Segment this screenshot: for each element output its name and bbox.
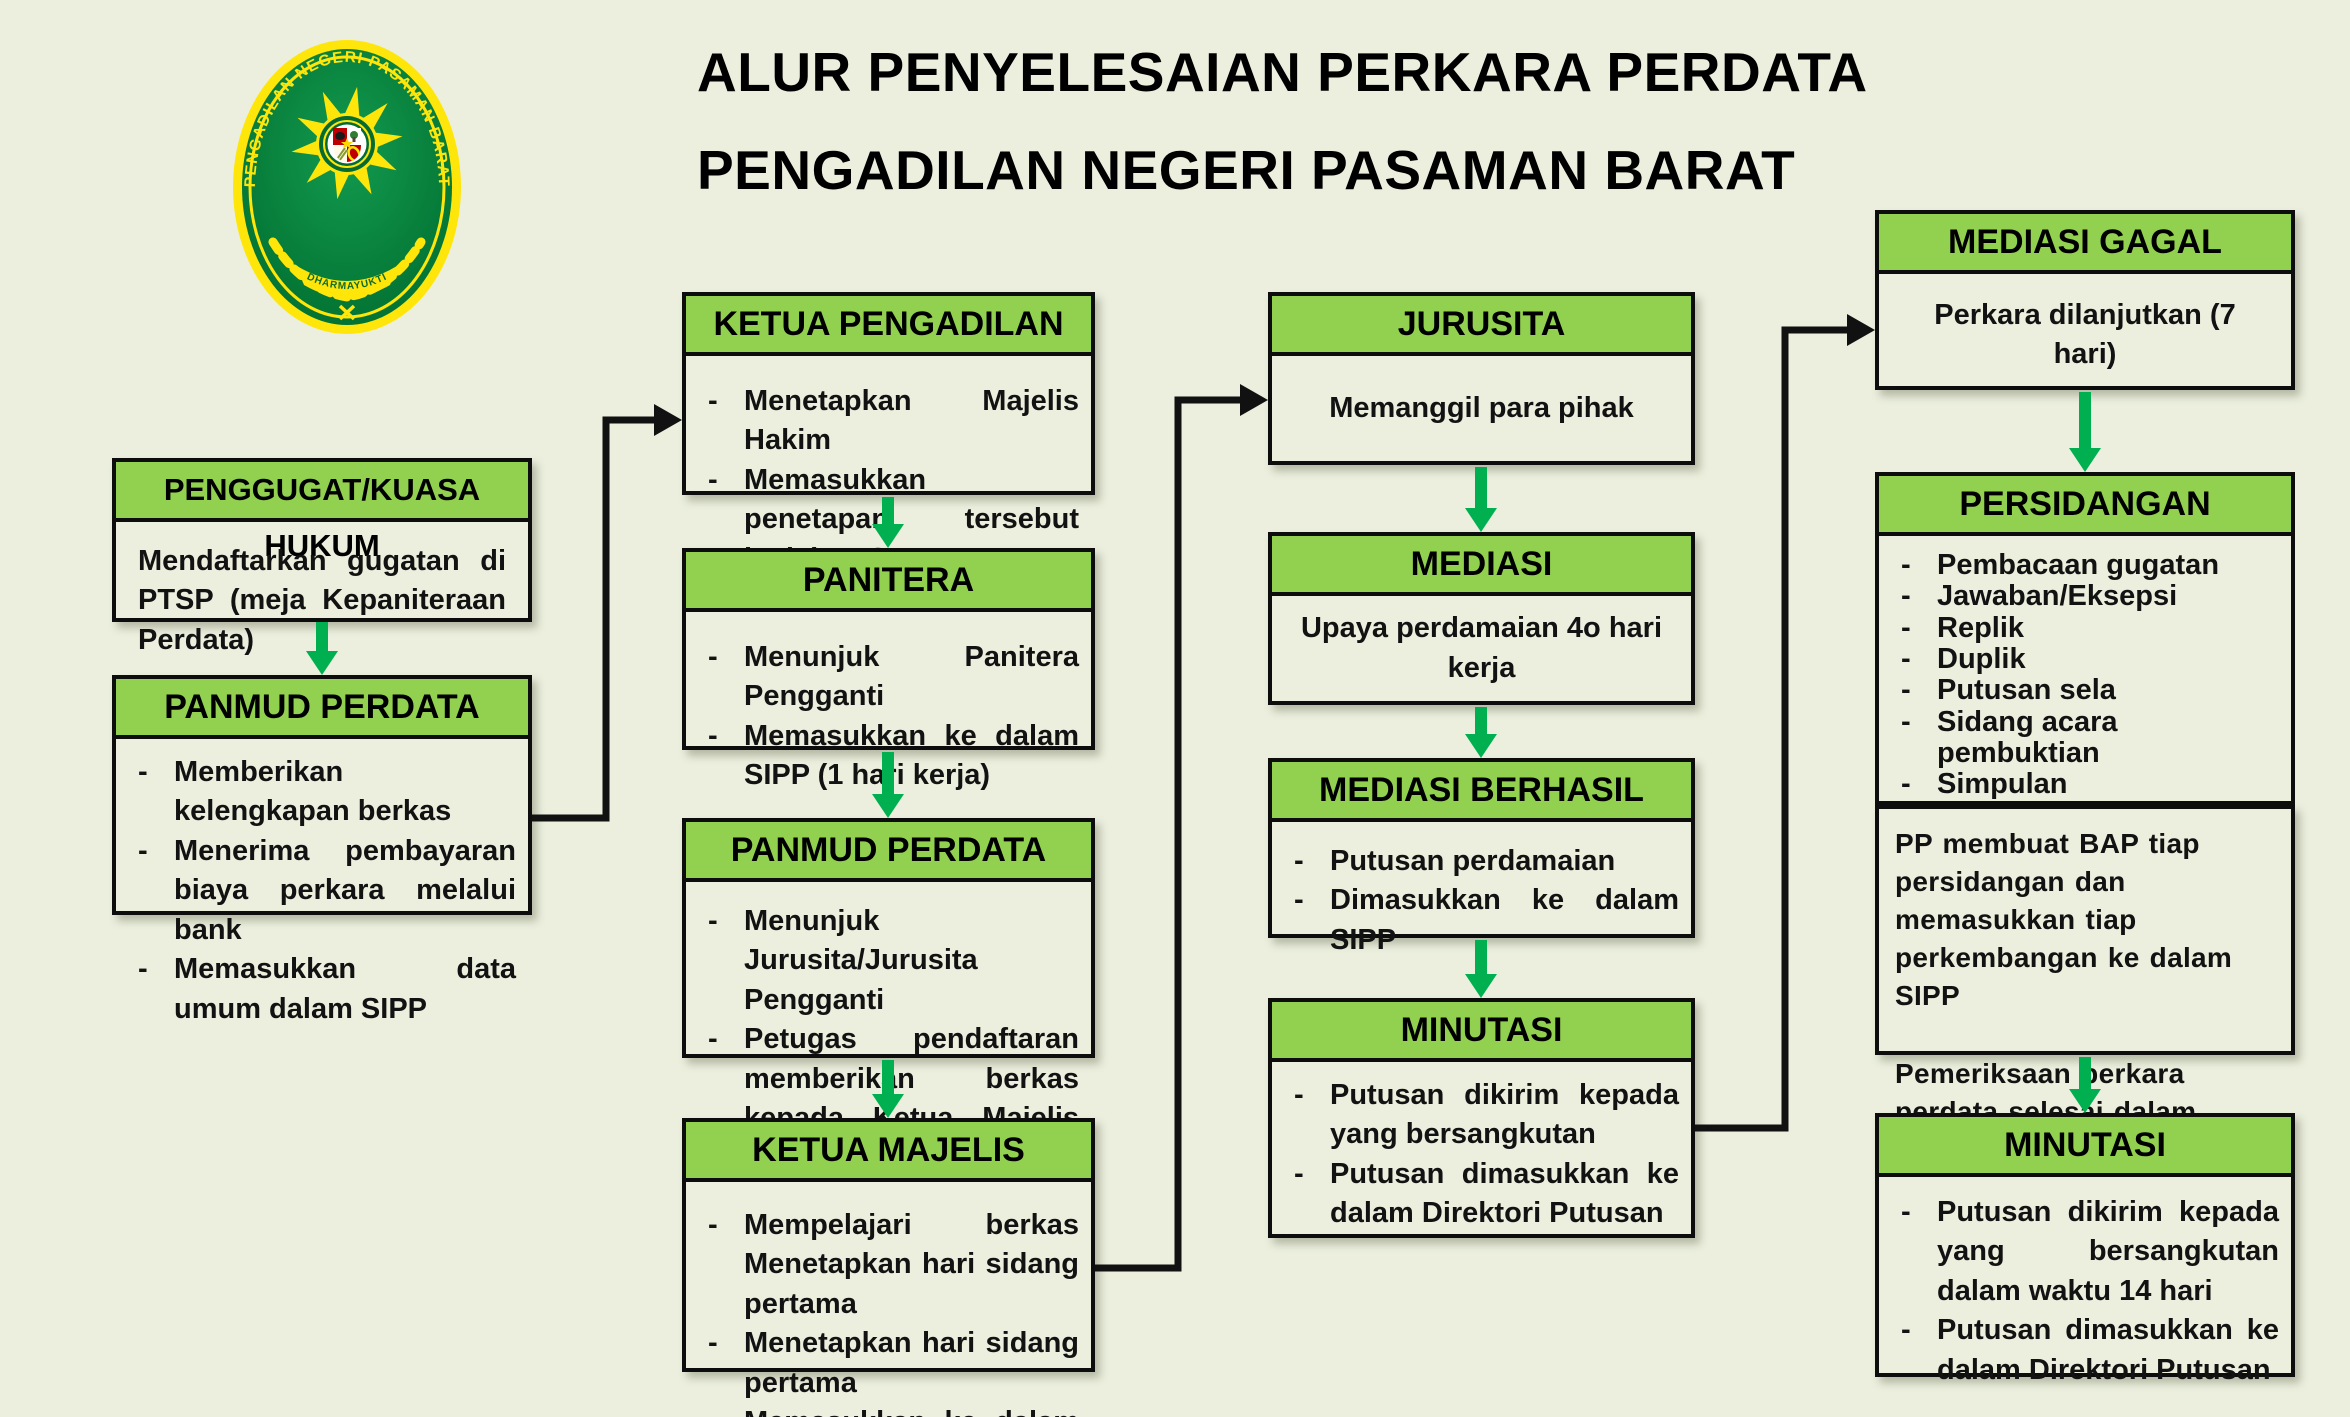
seal-cross <box>338 304 356 321</box>
node-panmud-perdata-mid: PANMUD PERDATA Menunjuk Jurusita/Jurusit… <box>682 818 1095 1174</box>
node-minutasi-mid-title: MINUTASI <box>1272 1002 1691 1062</box>
green-down-arrows <box>306 392 2101 1118</box>
node-minutasi-mid: MINUTASI Putusan dikirim kepada yang ber… <box>1268 998 1695 1238</box>
page-title-line1: ALUR PENYELESAIAN PERKARA PERDATA <box>697 41 1868 103</box>
arrowhead-right-icon <box>1240 384 1268 416</box>
list-item: Putusan dimasukkan ke dalam Direktori Pu… <box>1891 1311 2279 1390</box>
list-item: Replik <box>1891 612 2279 644</box>
list-item: Memasukkan data umum dalam SIPP <box>128 950 516 1029</box>
arrow-mediasi-to-mediasi-berhasil <box>1465 707 1497 758</box>
node-mediasi-gagal-title: MEDIASI GAGAL <box>1879 214 2291 274</box>
node-mediasi-title: MEDIASI <box>1272 536 1691 596</box>
list-item: Dimasukkan ke dalam SIPP <box>1284 881 1679 960</box>
arrowhead-right-icon <box>654 404 682 436</box>
node-persidangan-title: PERSIDANGAN <box>1879 476 2291 536</box>
node-jurusita-body: Memanggil para pihak <box>1329 391 1634 424</box>
node-mediasi-berhasil-title: MEDIASI BERHASIL <box>1272 762 1691 822</box>
connector-ketua-majelis-to-jurusita <box>1095 396 1244 1272</box>
node-ketua-pengadilan: KETUA PENGADILAN Menetapkan Majelis Haki… <box>682 292 1095 575</box>
page-title-line2: PENGADILAN NEGERI PASAMAN BARAT <box>697 139 1796 201</box>
list-item: Menetapkan hari sidang pertama <box>698 1324 1079 1403</box>
arrow-mediasi-gagal-to-persidangan <box>2069 392 2101 472</box>
node-penggugat-title: PENGGUGAT/KUASA HUKUM <box>116 462 528 563</box>
node-panmud-left-title: PANMUD PERDATA <box>116 679 528 739</box>
list-item: Memberikan kelengkapan berkas <box>128 753 516 832</box>
seal-banner <box>297 266 397 298</box>
list-item: Putusan dimasukkan ke dalam Direktori Pu… <box>1284 1155 1679 1234</box>
list-item: Mempelajari berkas Menetapkan hari sidan… <box>698 1206 1079 1324</box>
list-item: Duplik <box>1891 643 2279 675</box>
node-mediasi-gagal-body: Perkara dilanjutkan (7 hari) <box>1934 299 2236 371</box>
node-panitera: PANITERA Menunjuk Panitera Pengganti Mem… <box>682 548 1095 791</box>
node-persidangan: PERSIDANGAN Pembacaan gugatan Jawaban/Ek… <box>1875 472 2295 831</box>
list-item: Menerima pembayaran biaya perkara melalu… <box>128 832 516 950</box>
node-panmud-perdata-left: PANMUD PERDATA Memberikan kelengkapan be… <box>112 675 532 1025</box>
persidangan-note-1: PP membuat BAP tiap persidangan dan mema… <box>1895 828 2233 1012</box>
arrowhead-right-icon <box>1847 314 1875 346</box>
connector-panmud-to-ketua-pengadilan <box>532 416 658 822</box>
node-ketua-pengadilan-title: KETUA PENGADILAN <box>686 296 1091 356</box>
node-minutasi-right-title: MINUTASI <box>1879 1117 2291 1177</box>
list-item: Menunjuk Panitera Pengganti <box>698 638 1079 717</box>
list-item: Memasukkan ke dalam SIPP (1 hari kerja) <box>698 717 1079 796</box>
node-panitera-title: PANITERA <box>686 552 1091 612</box>
node-persidangan-notes: PP membuat BAP tiap persidangan dan mema… <box>1875 805 2295 1166</box>
list-item: Jawaban/Eksepsi <box>1891 580 2279 612</box>
list-item: Memasukkan ke dalam SIPP <box>698 1403 1079 1417</box>
node-mediasi-gagal: MEDIASI GAGAL Perkara dilanjutkan (7 har… <box>1875 210 2295 390</box>
node-mediasi-body: Upaya perdamaian 4o hari kerja <box>1300 612 1663 684</box>
node-mediasi-berhasil: MEDIASI BERHASIL Putusan perdamaian Dima… <box>1268 758 1695 956</box>
node-minutasi-right: MINUTASI Putusan dikirim kepada yang ber… <box>1875 1113 2295 1386</box>
seal-green-field <box>242 49 452 325</box>
node-penggugat: PENGGUGAT/KUASA HUKUM Mendaftarkan gugat… <box>112 458 532 656</box>
list-item: Sidang acara pembuktian <box>1891 706 2279 770</box>
node-ketua-majelis-title: KETUA MAJELIS <box>686 1122 1091 1182</box>
court-seal-logo: PENGADILAN NEGERI PASAMAN BARAT DHARMAYU… <box>233 40 461 334</box>
node-ketua-majelis: KETUA MAJELIS Mempelajari berkas Menetap… <box>682 1118 1095 1417</box>
node-panmud-mid-title: PANMUD PERDATA <box>686 822 1091 882</box>
list-item: Simpulan <box>1891 768 2279 800</box>
connector-minutasi-to-mediasi-gagal <box>1695 326 1851 1132</box>
list-item: Menetapkan Majelis Hakim <box>698 382 1079 461</box>
node-jurusita: JURUSITA Memanggil para pihak <box>1268 292 1695 465</box>
list-item: Putusan sela <box>1891 674 2279 706</box>
node-mediasi: MEDIASI Upaya perdamaian 4o hari kerja <box>1268 532 1695 705</box>
node-penggugat-body: Mendaftarkan gugatan di PTSP (meja Kepan… <box>138 545 506 656</box>
list-item: Pembacaan gugatan <box>1891 549 2279 581</box>
list-item: Putusan dikirim kepada yang bersangkutan… <box>1891 1193 2279 1311</box>
list-item: Menunjuk Jurusita/Jurusita Pengganti <box>698 902 1079 1020</box>
arrow-jurusita-to-mediasi <box>1465 467 1497 532</box>
node-jurusita-title: JURUSITA <box>1272 296 1691 356</box>
list-item: Putusan dikirim kepada yang bersangkutan <box>1284 1076 1679 1155</box>
list-item: Putusan perdamaian <box>1284 842 1679 881</box>
page-title: ALUR PENYELESAIAN PERKARA PERDATA PENGAD… <box>697 40 1868 202</box>
